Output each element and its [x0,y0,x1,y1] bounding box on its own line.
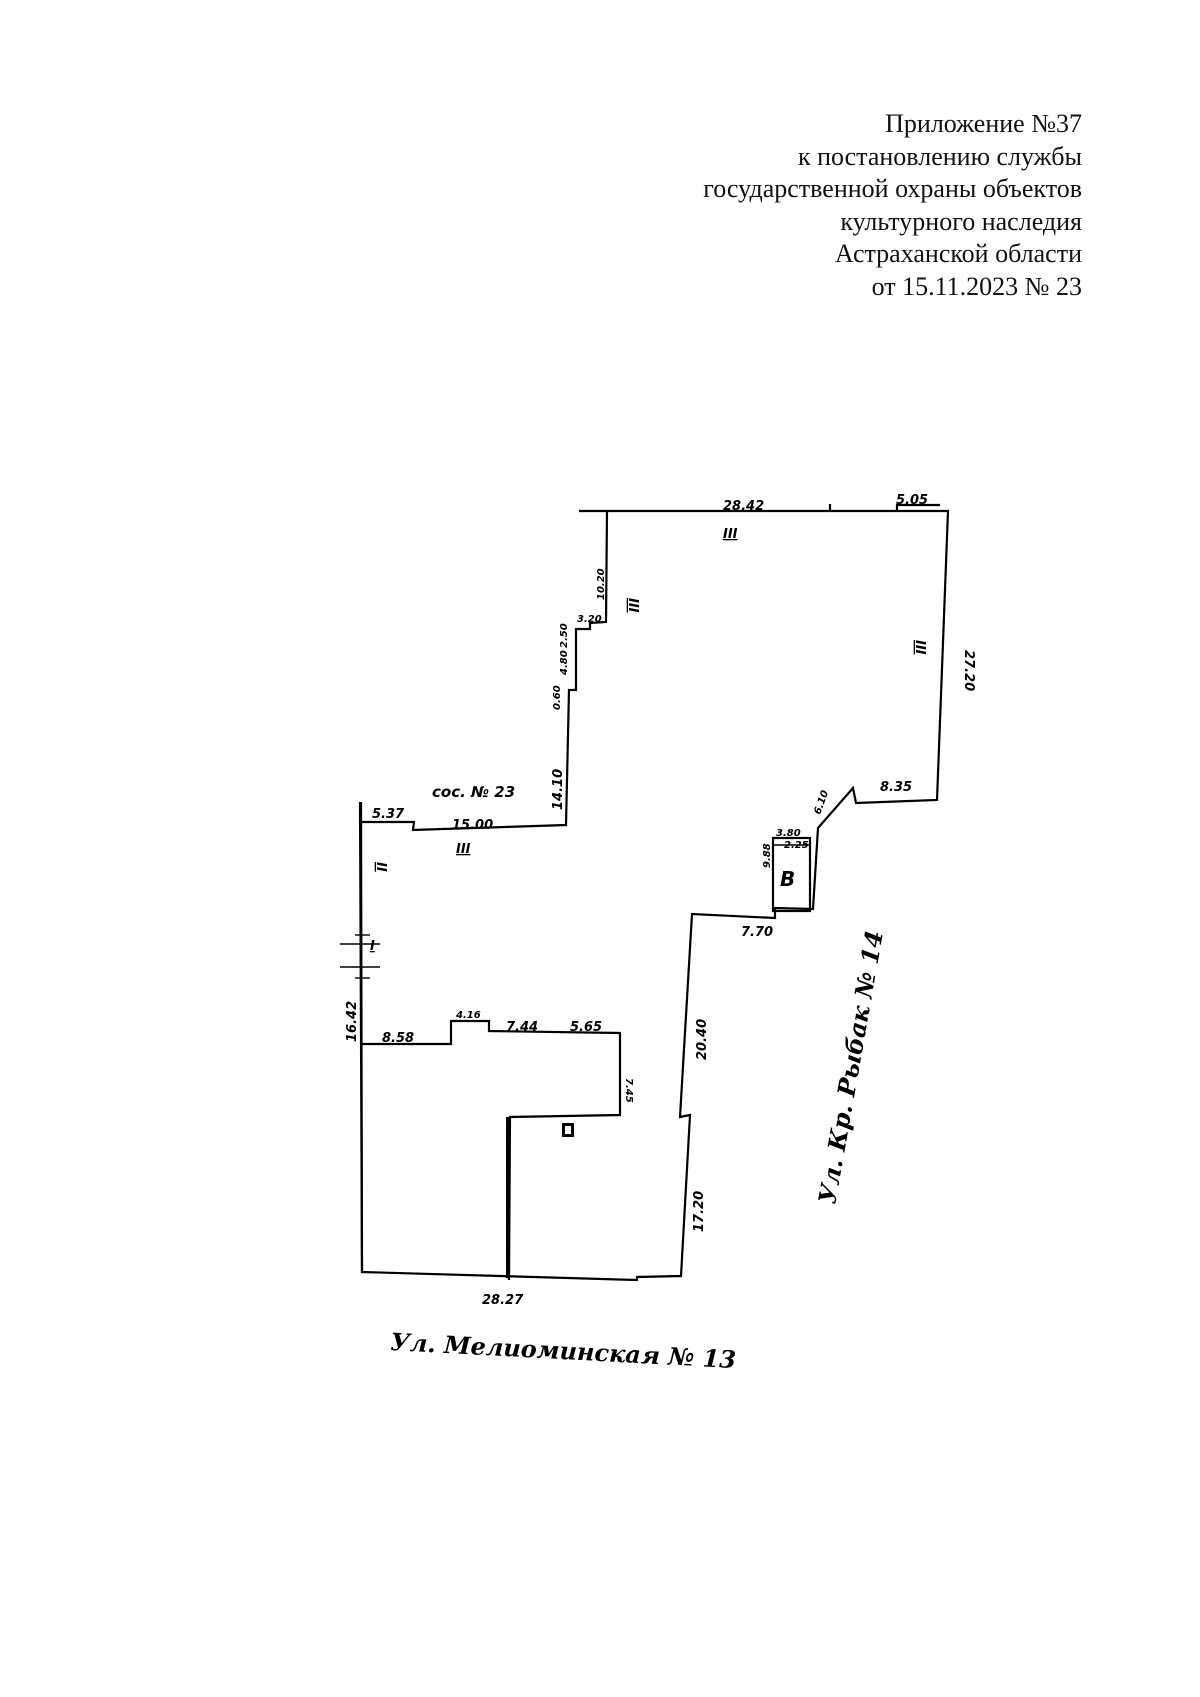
dim-diag: 6.10 [812,789,831,816]
header-line-3: государственной охраны объектов [703,174,1082,203]
header-line-5: Астраханской области [834,239,1082,268]
dim-step-bottom: 7.70 [741,925,773,940]
dim-inner-c: 7.44 [506,1020,538,1035]
street-bottom: Ул. Мелиоминская № 13 [390,1327,737,1374]
top-right-step [895,503,940,511]
dim-bottom: 28.27 [482,1293,524,1308]
dim-left-side: 16.42 [345,1001,360,1042]
left-boundary [358,801,364,1273]
dim-step-right: 8.35 [880,780,912,795]
dim-right-bottom: 17.20 [692,1191,707,1232]
dim-step-d: 4.80 [559,650,570,676]
document-header: Приложение №37 к постановлению службы го… [522,108,1082,303]
small-structure-inner [565,1126,571,1134]
roman-3-right: III [912,640,927,655]
roman-1: I [370,939,375,954]
inner-building-outline [362,1019,622,1281]
plot-outline [358,509,950,1282]
roman-3-step: III [625,598,640,613]
dim-inner-a: 8.58 [382,1031,414,1046]
building-b [771,836,812,913]
dim-step-b: 10.20 [596,568,607,600]
dim-notch-inner: 2.25 [784,840,809,851]
dim-notch-side: 9.88 [762,843,773,868]
dim-step-e: 0.60 [552,685,563,710]
dim-top-main: 28.42 [723,499,764,514]
neighbor-label: сос. № 23 [432,783,515,801]
dim-mid-top: 15.00 [452,818,493,833]
header-line-6: от 15.11.2023 № 23 [871,271,1082,301]
header-line-2: к постановлению службы [797,141,1082,171]
dim-inner-b: 4.16 [455,1010,481,1021]
dim-step-c: 2.50 [559,623,570,648]
dim-mid-vertical: 14.10 [551,769,566,810]
dim-right-lower: 20.40 [695,1019,710,1060]
dim-inner-e: 7.45 [623,1078,634,1103]
dim-inner-d: 5.65 [570,1020,602,1035]
header-line-1: Приложение №37 [885,109,1082,138]
building-letter: В [780,867,795,891]
dim-left-top: 5.37 [372,807,405,822]
street-right: Ул. Кр. Рыбак № 14 [812,928,889,1206]
dim-step-a: 3.20 [577,614,602,625]
roman-3-left: III [456,842,471,857]
header-line-4: культурного наследия [840,206,1082,236]
roman-2: II [373,862,388,872]
dim-right-side: 27.20 [961,650,976,691]
dim-top-right: 5.05 [896,493,928,508]
dim-notch-top: 3.80 [776,828,801,839]
roman-3-top: III [723,527,738,542]
